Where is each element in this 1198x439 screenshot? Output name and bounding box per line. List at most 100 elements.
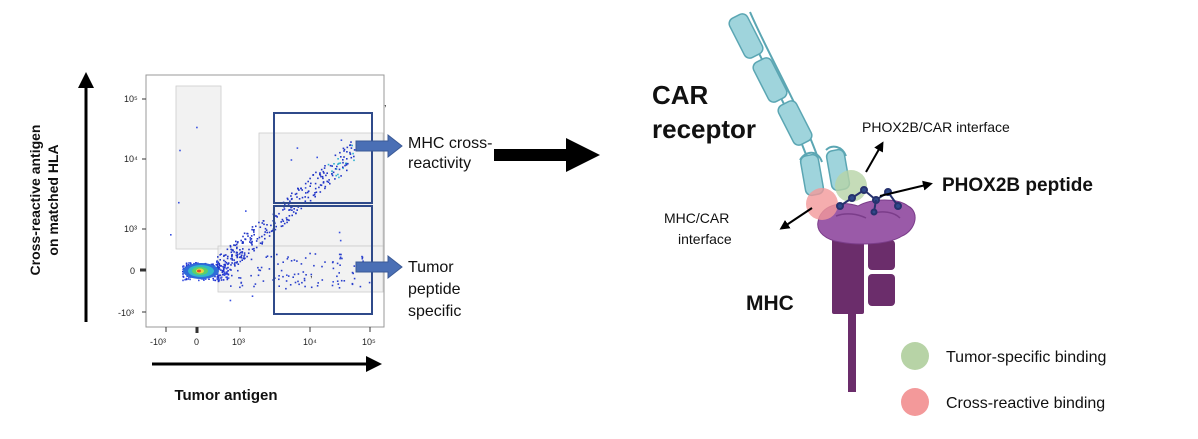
scatter-dot <box>258 221 260 224</box>
scatter-dot <box>337 283 340 285</box>
scatter-dot <box>259 226 262 228</box>
scatter-dot <box>214 279 217 282</box>
scatter-dot <box>250 238 253 240</box>
scatter-dot <box>266 231 268 234</box>
scatter-dot <box>291 192 293 195</box>
scatter-dot <box>339 256 342 259</box>
scatter-dot <box>246 232 249 235</box>
scatter-dot <box>281 225 284 227</box>
scatter-dot <box>178 201 180 204</box>
scatter-dot <box>253 285 255 288</box>
gate-lower-label-3: specific <box>408 303 461 320</box>
mhc-car-interface-label-1: MHC/CAR <box>664 210 729 226</box>
scatter-dot <box>324 185 327 188</box>
scatter-dot <box>217 280 220 283</box>
scatter-dot <box>234 264 236 266</box>
scatter-dot <box>338 287 341 289</box>
scatter-dot <box>210 263 213 266</box>
scatter-dot <box>313 264 315 267</box>
scatter-dot <box>278 275 280 277</box>
scatter-dot <box>190 263 192 265</box>
scatter-dot <box>331 284 334 287</box>
scatter-dot <box>216 260 218 262</box>
scatter-dot <box>290 195 292 197</box>
scatter-dot <box>189 262 192 264</box>
scatter-dot <box>351 271 354 274</box>
scatter-dot <box>290 198 293 201</box>
scatter-dot <box>219 254 221 256</box>
scatter-dot <box>244 238 246 240</box>
scatter-dot <box>251 240 253 243</box>
scatter-dot <box>226 257 229 260</box>
scatter-dot <box>304 285 306 288</box>
scatter-dot <box>297 187 299 190</box>
mhc-heavy-chain <box>832 236 864 314</box>
scatter-dot <box>265 229 268 231</box>
scatter-dot <box>309 177 311 180</box>
scatter-dot <box>349 144 352 146</box>
scatter-dot <box>247 235 249 237</box>
scatter-dot <box>298 189 300 191</box>
scatter-dot <box>338 231 341 234</box>
scatter-dot <box>239 260 242 263</box>
scatter-dot <box>230 257 232 260</box>
scatter-dot <box>324 261 326 263</box>
scatter-dot <box>230 264 232 266</box>
scatter-dot <box>351 282 354 285</box>
scatter-dot <box>240 282 242 284</box>
gate-upper-arrow <box>355 133 403 159</box>
scatter-dot <box>309 185 311 187</box>
scatter-dot <box>313 193 316 196</box>
scatter-dot <box>218 268 221 271</box>
scatter-dot <box>298 283 300 286</box>
scatter-dot <box>216 261 219 263</box>
scatter-dot <box>339 162 342 164</box>
scatter-dot <box>224 264 226 267</box>
legend-label-tumor-specific: Tumor-specific binding <box>946 349 1106 366</box>
scatter-dot <box>289 209 291 211</box>
car-label-1: CAR <box>652 80 709 110</box>
scatter-dot <box>319 191 322 193</box>
scatter-dot <box>223 274 226 276</box>
scatter-dot <box>227 266 229 269</box>
scatter-dot <box>229 246 232 248</box>
scatter-dot <box>336 262 339 265</box>
scatter-dot <box>323 172 325 174</box>
gate-lower-arrow <box>355 254 403 280</box>
scatter-dot <box>236 254 238 257</box>
scatter-dot <box>340 279 343 282</box>
scatter-dot <box>290 206 292 209</box>
x-tick-label: 10³ <box>232 337 245 347</box>
scatter-dot <box>345 163 348 165</box>
scatter-dot <box>236 256 239 259</box>
scatter-dot <box>238 277 240 279</box>
scatter-dot <box>339 257 341 260</box>
scatter-dot <box>262 280 265 282</box>
scatter-dot <box>333 163 335 165</box>
scatter-dot <box>232 249 234 251</box>
scatter-dot <box>219 274 221 276</box>
scatter-dot <box>196 126 198 129</box>
x-axis-label: Tumor antigen <box>174 387 277 404</box>
y-tick-label: 10³ <box>124 224 137 234</box>
scatter-dot <box>292 276 294 278</box>
scatter-dot <box>226 278 229 280</box>
scatter-dot <box>283 208 286 210</box>
scatter-dot <box>280 225 283 228</box>
legend-swatch-cross-reactive <box>901 388 929 416</box>
scatter-dot <box>224 263 226 266</box>
scatter-dot <box>225 254 227 256</box>
scatter-dot <box>234 261 236 264</box>
scatter-dot <box>332 171 335 174</box>
scatter-dot <box>331 170 333 172</box>
scatter-dot <box>243 254 246 256</box>
scatter-dot <box>304 196 306 198</box>
scatter-dot <box>241 242 244 244</box>
scatter-dot <box>240 254 243 257</box>
scatter-dot <box>282 209 284 211</box>
scatter-dot <box>220 269 222 271</box>
scatter-dot <box>247 252 250 254</box>
scatter-dot <box>227 263 230 265</box>
scatter-dot <box>331 174 334 177</box>
scatter-dot <box>285 287 287 290</box>
